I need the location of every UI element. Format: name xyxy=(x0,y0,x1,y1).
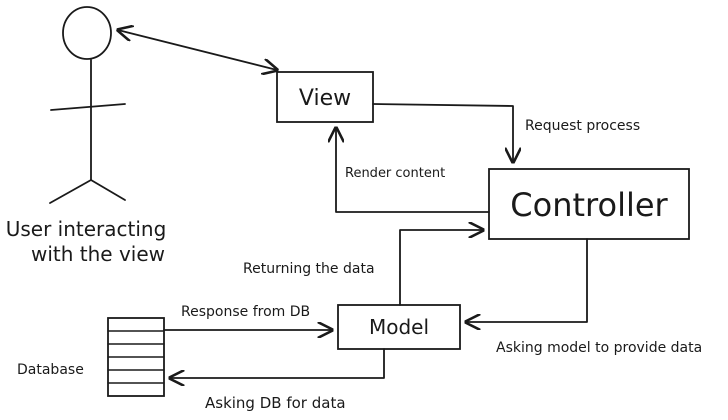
render-content-label: Render content xyxy=(345,166,445,181)
user-caption-line2: with the view xyxy=(31,242,165,266)
user-caption-line1: User interacting xyxy=(6,217,167,241)
asking-db-label: Asking DB for data xyxy=(205,394,346,412)
user-stick-figure xyxy=(49,6,126,204)
asking-model-arrow xyxy=(466,238,588,322)
user-leg-right xyxy=(90,179,126,201)
asking-db-arrow xyxy=(170,348,385,378)
response-db-label: Response from DB xyxy=(181,304,310,320)
returning-data-label: Returning the data xyxy=(243,261,375,277)
asking-model-label: Asking model to provide data xyxy=(496,340,702,356)
returning-data-arrow xyxy=(399,230,483,306)
database-label: Database xyxy=(17,362,84,378)
view-label: View xyxy=(299,86,351,111)
user-leg-left xyxy=(49,179,92,204)
request-process-arrow xyxy=(372,103,513,162)
database-icon xyxy=(107,317,165,397)
controller-box xyxy=(488,168,690,240)
model-box xyxy=(337,304,461,350)
view-box xyxy=(276,71,374,123)
model-label: Model xyxy=(369,315,429,339)
user-view-arrow xyxy=(118,30,277,70)
render-content-arrow xyxy=(336,128,490,213)
request-process-label: Request process xyxy=(525,118,640,134)
controller-label: Controller xyxy=(510,186,668,224)
user-head xyxy=(62,6,112,60)
user-arms xyxy=(50,103,126,111)
